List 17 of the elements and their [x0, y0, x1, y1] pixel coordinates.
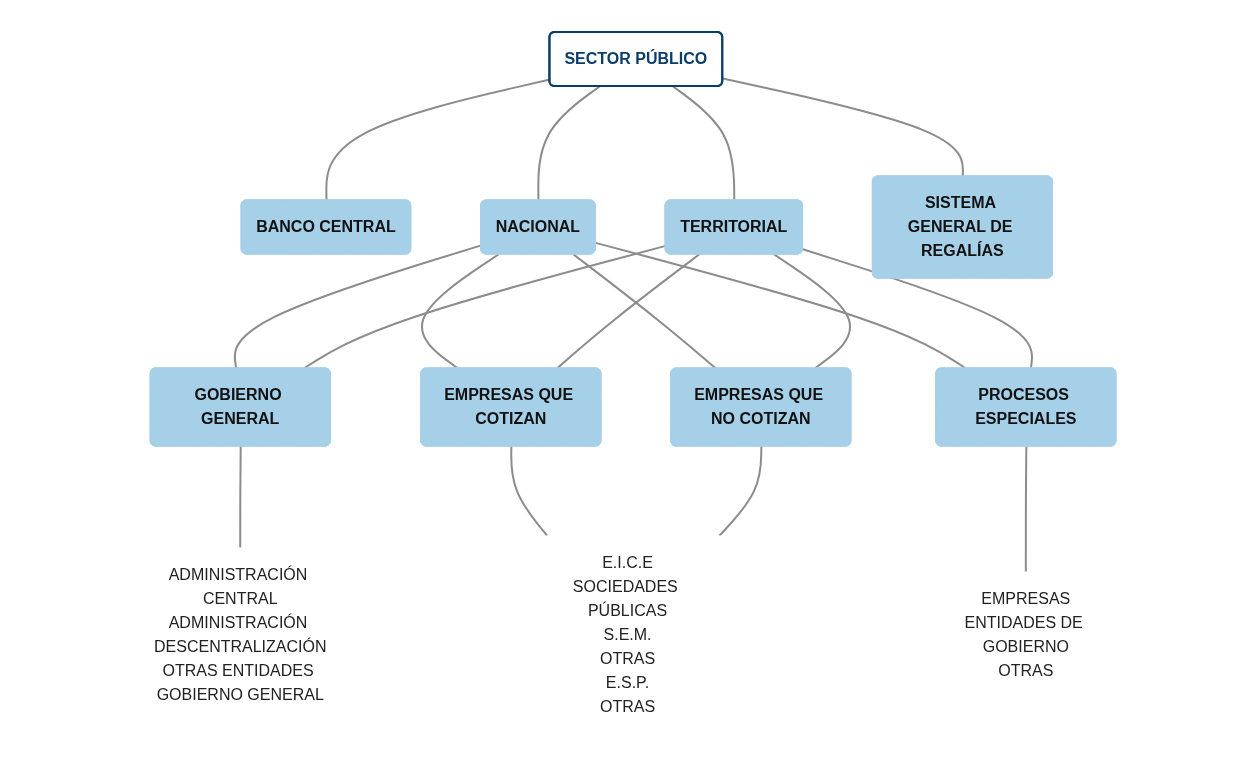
- connector: [721, 77, 964, 177]
- connector: [238, 445, 242, 549]
- connector: [555, 253, 700, 369]
- connector: [1024, 445, 1027, 573]
- connector: [536, 85, 601, 201]
- connector: [801, 247, 1033, 369]
- connector: [717, 445, 762, 537]
- connector: [509, 445, 548, 537]
- connector: [233, 243, 482, 369]
- connector: [594, 241, 967, 369]
- node-text: ADMINISTRACIÓN CENTRAL ADMINISTRACIÓN DESCENTRALIZACIÓN OTRAS ENTIDADES GOBIERNO GENERAL: [153, 565, 327, 703]
- connector: [772, 253, 851, 369]
- connector: [572, 253, 717, 369]
- node-text: EMPRESAS ENTIDADES DE GOBIERNO OTRAS: [964, 589, 1083, 679]
- connector: [420, 253, 500, 369]
- connector: [671, 85, 735, 201]
- node-text: E.I.C.E SOCIEDADES PÚBLICAS S.E.M. OTRAS E.S.P. OTRAS: [572, 553, 678, 715]
